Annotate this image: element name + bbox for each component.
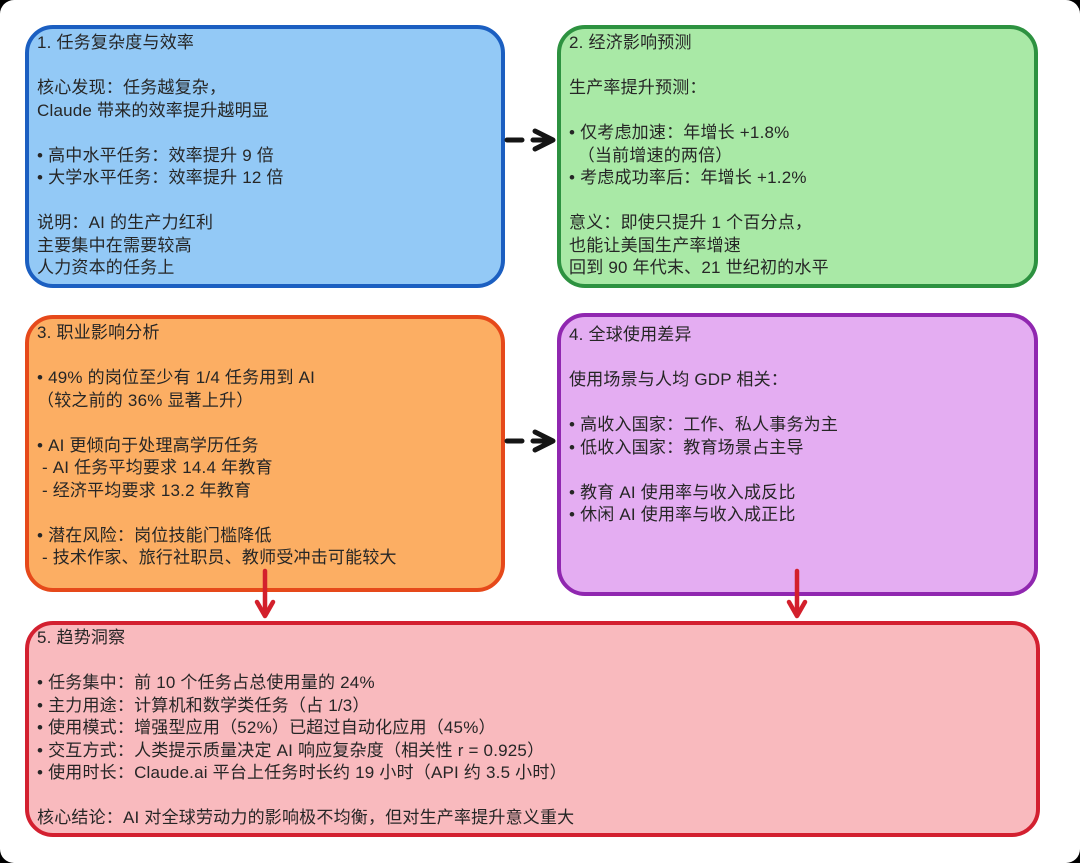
box-title: 3. 职业影响分析 xyxy=(37,323,160,342)
box-body: 使用场景与人均 GDP 相关： • 高收入国家：工作、私人事务为主 • 低收入国… xyxy=(569,370,839,524)
box-title: 1. 任务复杂度与效率 xyxy=(37,33,195,52)
note-box-occupation-impact: 3. 职业影响分析 • 49% 的岗位至少有 1/4 任务用到 AI （较之前的… xyxy=(25,315,505,592)
box-body: 生产率提升预测： • 仅考虑加速：年增长 +1.8% （当前增速的两倍） • 考… xyxy=(569,78,829,277)
box-title: 5. 趋势洞察 xyxy=(37,628,126,647)
box-body: • 49% 的岗位至少有 1/4 任务用到 AI （较之前的 36% 显著上升）… xyxy=(37,368,397,567)
box-title: 2. 经济影响预测 xyxy=(569,33,692,52)
note-box-global-usage: 4. 全球使用差异 使用场景与人均 GDP 相关： • 高收入国家：工作、私人事… xyxy=(557,313,1038,596)
box-body: • 任务集中：前 10 个任务占总使用量的 24% • 主力用途：计算机和数学类… xyxy=(37,673,575,827)
note-box-trend-insights: 5. 趋势洞察 • 任务集中：前 10 个任务占总使用量的 24% • 主力用途… xyxy=(25,621,1040,837)
box-title: 4. 全球使用差异 xyxy=(569,325,692,344)
note-box-task-complexity: 1. 任务复杂度与效率 核心发现：任务越复杂， Claude 带来的效率提升越明… xyxy=(25,25,505,288)
box-body: 核心发现：任务越复杂， Claude 带来的效率提升越明显 • 高中水平任务：效… xyxy=(37,78,284,277)
note-box-economic-impact: 2. 经济影响预测 生产率提升预测： • 仅考虑加速：年增长 +1.8% （当前… xyxy=(557,25,1038,288)
